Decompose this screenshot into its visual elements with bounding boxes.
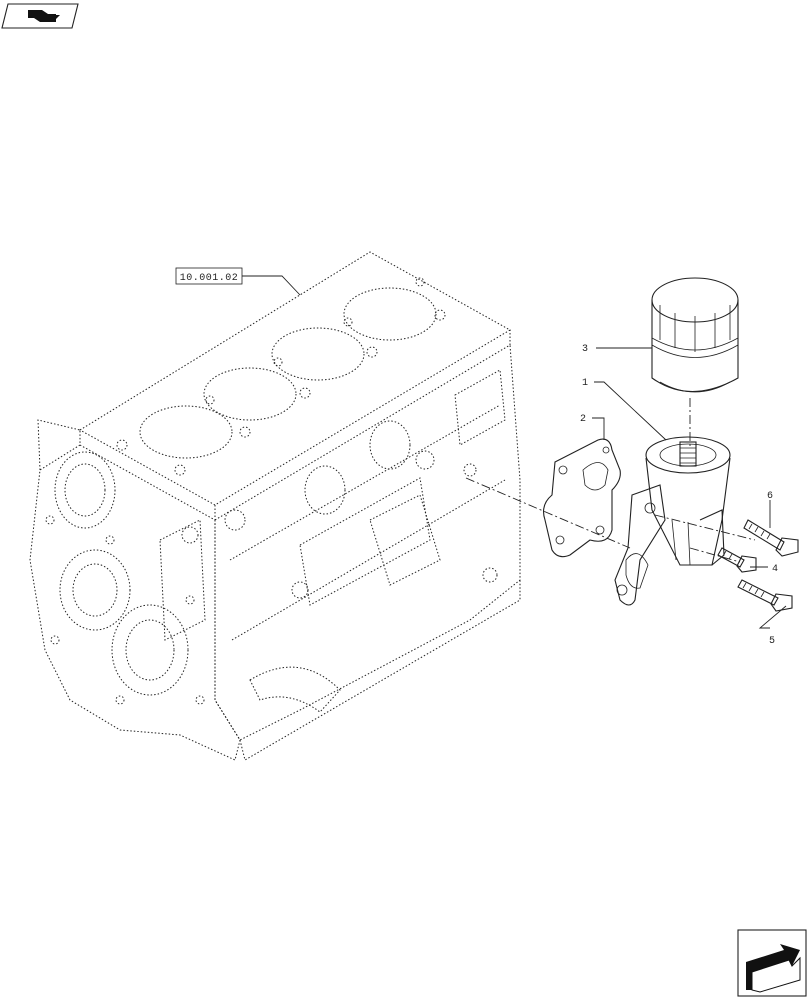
bolt-short	[717, 547, 757, 573]
filter-support	[614, 436, 731, 606]
callout-1: 1	[582, 378, 588, 389]
callout-3: 3	[582, 344, 588, 355]
bolt-long	[743, 519, 799, 557]
reference-label[interactable]: 10.001.02	[175, 267, 301, 296]
gasket	[543, 438, 621, 558]
callout-5: 5	[769, 636, 775, 647]
callout-4: 4	[772, 564, 778, 575]
bolt-medium	[737, 579, 793, 612]
callout-6: 6	[767, 491, 773, 502]
callout-leaders	[592, 347, 787, 629]
assembly-centerlines	[465, 398, 756, 563]
next-page-arrow-icon[interactable]	[737, 929, 807, 997]
engine-block	[29, 251, 521, 761]
callout-2: 2	[580, 414, 586, 425]
oil-filter	[651, 277, 739, 393]
reference-label-text: 10.001.02	[180, 273, 239, 284]
book-with-arrow-icon[interactable]	[1, 3, 79, 29]
